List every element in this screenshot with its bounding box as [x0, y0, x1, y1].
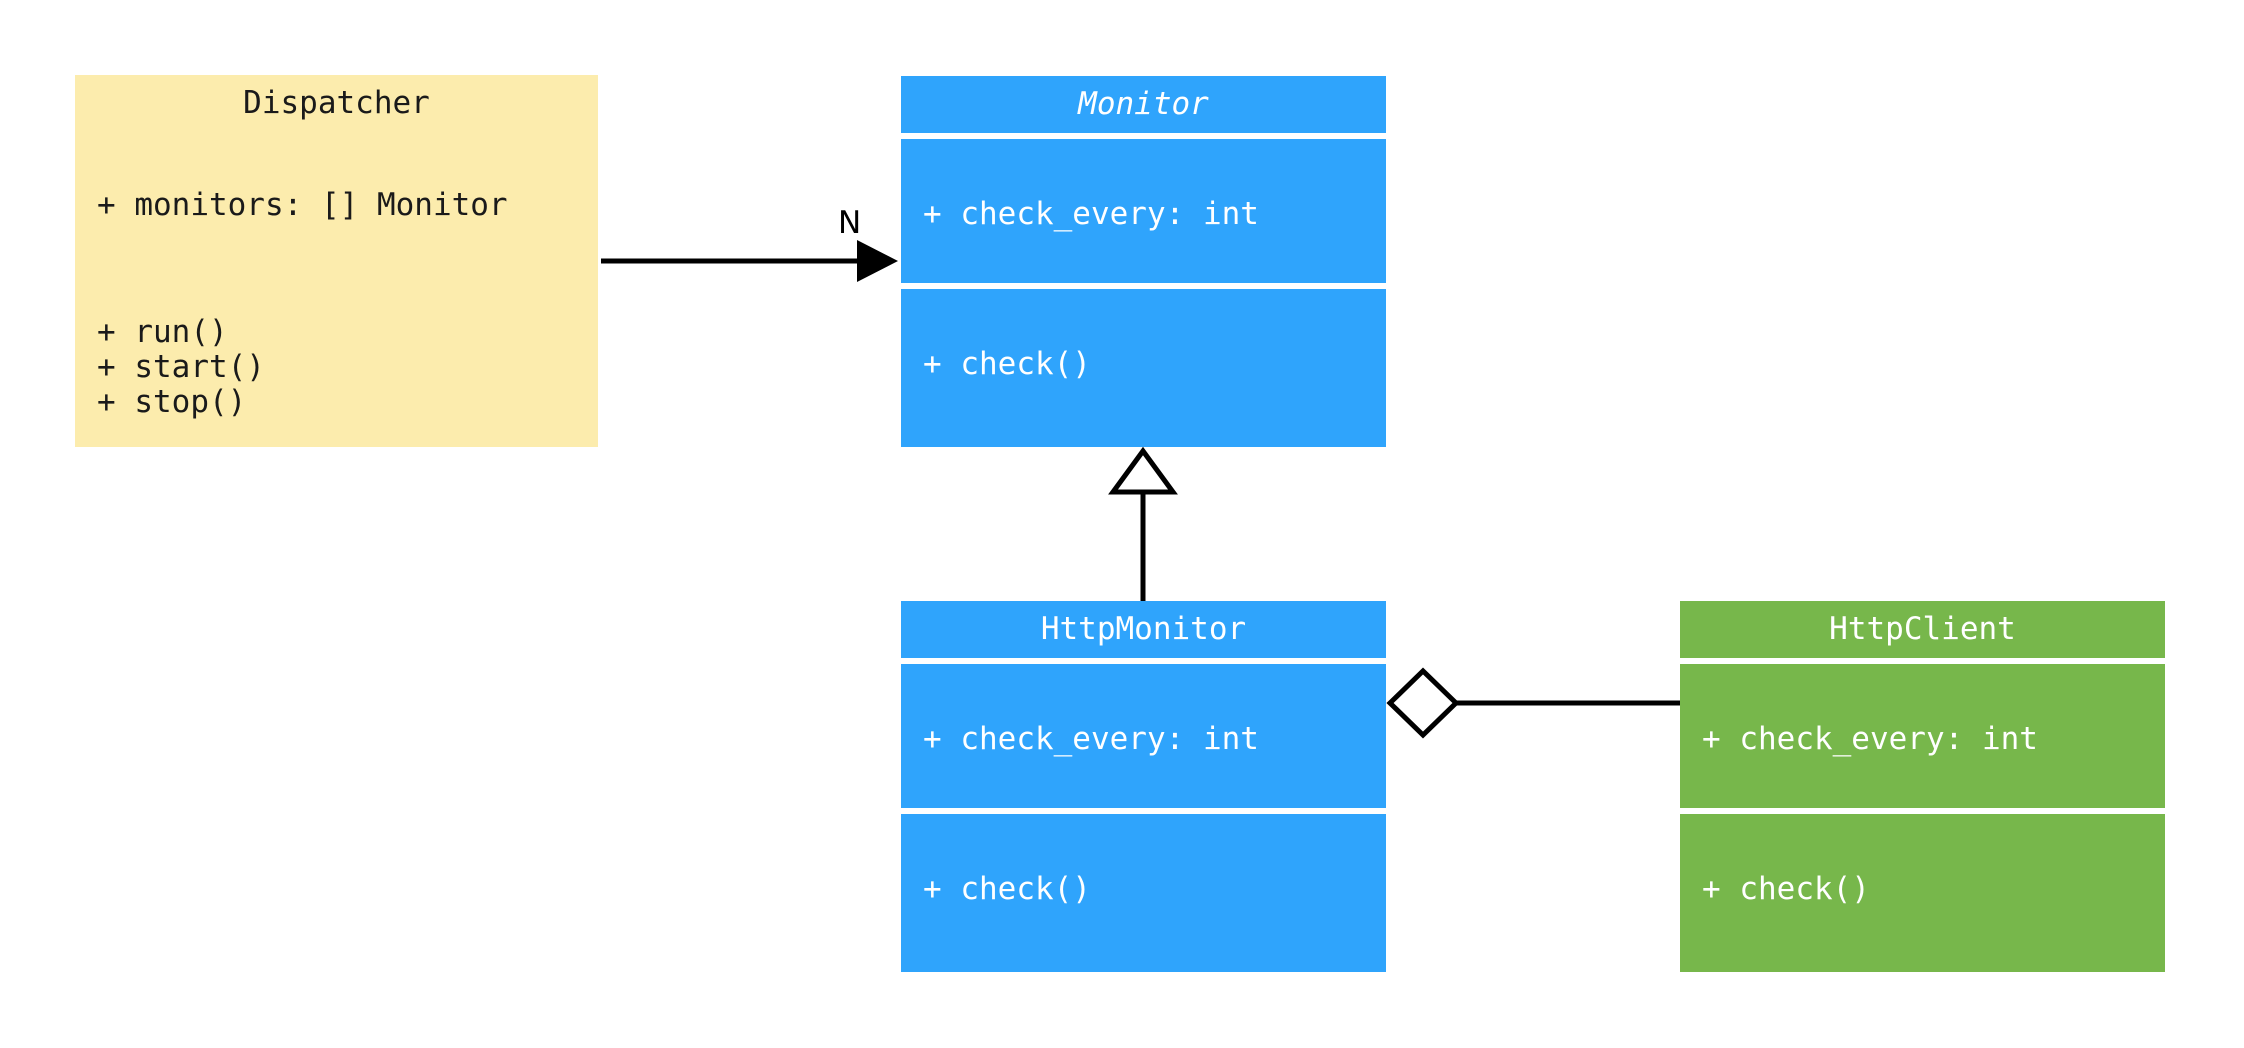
class-header-http-monitor: HttpMonitor — [901, 601, 1386, 658]
relation-multiplicity-label-n: N — [838, 205, 862, 241]
class-title-http-monitor: HttpMonitor — [1040, 611, 1247, 647]
attribute-row: + monitors: [] Monitor — [97, 187, 508, 223]
class-header-http-client: HttpClient — [1680, 601, 2165, 658]
method-row: + check() — [1702, 871, 1870, 907]
method-row: + check() — [923, 346, 1091, 382]
class-attributes-monitor: + check_every: int — [901, 139, 1386, 283]
hollow-triangle-arrowhead-icon — [1108, 446, 1178, 495]
attribute-row: + check_every: int — [923, 721, 1259, 757]
class-header-dispatcher: Dispatcher — [75, 75, 598, 132]
class-title-monitor: Monitor — [1078, 86, 1209, 122]
class-attributes-http-client: + check_every: int — [1680, 664, 2165, 808]
class-attributes-dispatcher: + monitors: [] Monitor — [75, 138, 598, 282]
hollow-diamond-aggregation-icon — [1386, 667, 1460, 739]
class-attributes-http-monitor: + check_every: int — [901, 664, 1386, 808]
method-row: + check() — [923, 871, 1091, 907]
attribute-row: + check_every: int — [1702, 721, 2038, 757]
class-methods-monitor: + check() — [901, 289, 1386, 447]
class-methods-http-monitor: + check() — [901, 814, 1386, 972]
class-title-http-client: HttpClient — [1829, 611, 2016, 647]
class-methods-http-client: + check() — [1680, 814, 2165, 972]
filled-triangle-arrowhead-icon — [857, 240, 898, 282]
relation-http-monitor-to-http-client — [1386, 667, 1680, 739]
method-row: + start() — [97, 349, 265, 385]
class-box-http-monitor[interactable]: HttpMonitor + check_every: int + check() — [901, 601, 1386, 972]
relation-dispatcher-to-monitor — [601, 240, 898, 282]
class-title-dispatcher: Dispatcher — [243, 85, 430, 121]
attribute-row: + check_every: int — [923, 196, 1259, 232]
class-methods-dispatcher: + run() + start() + stop() — [75, 288, 598, 447]
relation-http-monitor-to-monitor — [1108, 446, 1178, 601]
method-row: + stop() — [97, 384, 247, 420]
class-box-http-client[interactable]: HttpClient + check_every: int + check() — [1680, 601, 2165, 972]
class-box-dispatcher[interactable]: Dispatcher + monitors: [] Monitor + run(… — [75, 75, 598, 447]
method-row: + run() — [97, 314, 228, 350]
class-box-monitor[interactable]: Monitor + check_every: int + check() — [901, 76, 1386, 447]
class-header-monitor: Monitor — [901, 76, 1386, 133]
